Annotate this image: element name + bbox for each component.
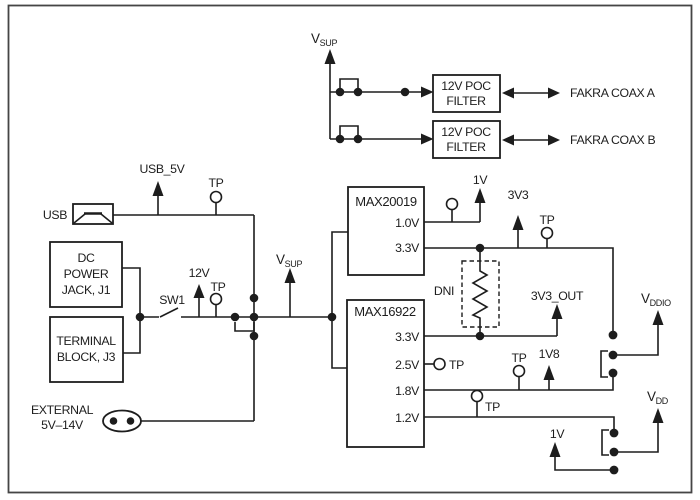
usb-5v-arrow-icon xyxy=(152,181,164,196)
vsup-mid-label: VSUP xyxy=(276,252,302,269)
vsup-top-arrow-icon xyxy=(324,49,336,64)
poc-filter-b-line1: 12V POC xyxy=(441,125,491,139)
dc-jack-line1: DC xyxy=(77,251,95,265)
poc-filter-b-line2: FILTER xyxy=(446,140,486,154)
jumper-pins-source xyxy=(230,293,259,341)
poc-filter-a-line2: FILTER xyxy=(446,94,486,108)
vsup-top-label: VSUP xyxy=(311,31,337,48)
test-point-1v8 xyxy=(512,364,526,378)
v1-bottom-wire xyxy=(554,455,614,471)
v3v3out-label: 3V3_OUT xyxy=(531,289,584,303)
max16922-out-3v3: 3.3V xyxy=(395,330,420,344)
max16922-title: MAX16922 xyxy=(354,304,416,319)
test-point-2v5 xyxy=(433,357,446,371)
switch-sw1-label: SW1 xyxy=(159,293,185,307)
terminal-block-line2: BLOCK, J3 xyxy=(57,350,116,364)
terminal-block-line1: TERMINAL xyxy=(56,334,116,348)
jumper-bracket-poc-b xyxy=(339,125,359,135)
v1-top-label: 1V xyxy=(473,173,488,187)
jumper-bracket-vdd xyxy=(601,429,609,456)
poc-filter-b-box xyxy=(432,120,501,159)
max20019-section: MAX20019 1.0V 3.3V 1V 3V3 TP DNI xyxy=(347,173,614,341)
v12-arrow-icon xyxy=(193,284,205,298)
jumper-pins-vddio xyxy=(608,330,618,378)
max16922-section: MAX16922 3.3V 2.5V 1.8V 1.2V 3V3_OUT TP … xyxy=(346,289,615,448)
rail-3v3-wire xyxy=(424,247,614,335)
vdd-select-section: VDD 1V xyxy=(549,389,669,475)
test-point-3v3 xyxy=(540,226,554,240)
usb-label: USB xyxy=(43,208,67,222)
v1-bottom-arrow-icon xyxy=(549,442,561,457)
jumper-bracket-poc-a xyxy=(339,78,359,88)
vddio-select-section: VDDIO xyxy=(600,291,671,378)
switch-sw1-blade xyxy=(159,307,179,318)
v3v3out-arrow-icon xyxy=(551,304,563,319)
tp-3v3-label: TP xyxy=(539,213,554,227)
dc-jack-line2: POWER xyxy=(64,267,109,281)
external-connector-icon xyxy=(102,409,142,433)
poc-filter-a-line1: 12V POC xyxy=(441,79,491,93)
vdd-out-wire xyxy=(614,421,659,453)
v1-top-arrow-icon xyxy=(474,188,486,203)
regulator-feed-wire xyxy=(331,231,348,369)
test-point-1v0 xyxy=(445,197,459,211)
diagram-frame xyxy=(7,4,693,494)
v1v8-arrow-icon xyxy=(543,365,555,380)
test-point-usb xyxy=(209,190,223,204)
v12-label: 12V xyxy=(189,266,211,280)
max16922-out-2v5: 2.5V xyxy=(395,358,420,372)
external-label-line2: 5V–14V xyxy=(41,418,84,432)
max20019-out-3v3: 3.3V xyxy=(395,241,420,255)
max16922-out-1v2: 1.2V xyxy=(395,411,420,425)
tp-1v2-label: TP xyxy=(485,400,500,414)
max16922-box xyxy=(346,299,425,448)
rail-1v8-wire xyxy=(424,373,614,391)
fakra-a-bidir-arrow xyxy=(502,87,560,99)
vdd-label: VDD xyxy=(647,389,669,406)
vddio-arrow-icon xyxy=(652,310,664,325)
rail-1v2-wire xyxy=(424,416,615,433)
external-label-line1: EXTERNAL xyxy=(31,403,94,417)
tp-1v8-label: TP xyxy=(511,351,526,365)
dc-power-jack-box xyxy=(49,241,123,308)
dc-jack-line3: JACK, J1 xyxy=(62,283,111,297)
vddio-out-wire xyxy=(613,323,659,356)
arrow-into-poc-b-icon xyxy=(421,133,434,145)
dni-resistor-icon xyxy=(471,248,489,336)
tp-12v-label: TP xyxy=(210,280,225,294)
fakra-coax-b-label: FAKRA COAX B xyxy=(570,133,655,147)
v3v3-arrow-icon xyxy=(512,215,524,230)
jumper-bracket-source xyxy=(234,322,255,332)
vddio-label: VDDIO xyxy=(641,291,671,308)
max20019-out-1v0: 1.0V xyxy=(395,216,420,230)
v3v3-label: 3V3 xyxy=(508,188,529,202)
fakra-coax-a-label: FAKRA COAX A xyxy=(570,86,656,100)
max20019-title: MAX20019 xyxy=(355,194,417,209)
fakra-b-bidir-arrow xyxy=(502,134,560,146)
test-point-1v2 xyxy=(470,389,484,403)
max16922-out-1v8: 1.8V xyxy=(395,384,420,398)
vsup-mid-arrow-icon xyxy=(284,268,296,283)
tp-2v5-label: TP xyxy=(449,358,464,372)
v1-bottom-label: 1V xyxy=(550,427,565,441)
arrow-into-poc-a-icon xyxy=(421,86,434,98)
usb-5v-label: USB_5V xyxy=(139,162,185,176)
usb-connector-icon xyxy=(72,203,114,225)
test-point-12v xyxy=(209,292,223,306)
jumper-pins-poc xyxy=(335,87,410,144)
poc-filter-a-box xyxy=(432,74,501,113)
jumper-bracket-vddio xyxy=(600,350,608,378)
input-join-wire xyxy=(122,267,141,354)
v1v8-label: 1V8 xyxy=(539,347,560,361)
vdd-arrow-icon xyxy=(652,408,664,423)
power-input-section: USB USB_5V TP DC POWER JACK, J1 TERMINAL… xyxy=(31,162,348,433)
dni-label: DNI xyxy=(434,284,454,298)
terminal-block-box xyxy=(49,316,124,383)
max20019-box xyxy=(347,186,425,276)
poc-filter-section: VSUP 12V POC FILTER 12V POC FILTER FAKRA… xyxy=(311,31,656,159)
tp-usb-label: TP xyxy=(208,176,223,190)
